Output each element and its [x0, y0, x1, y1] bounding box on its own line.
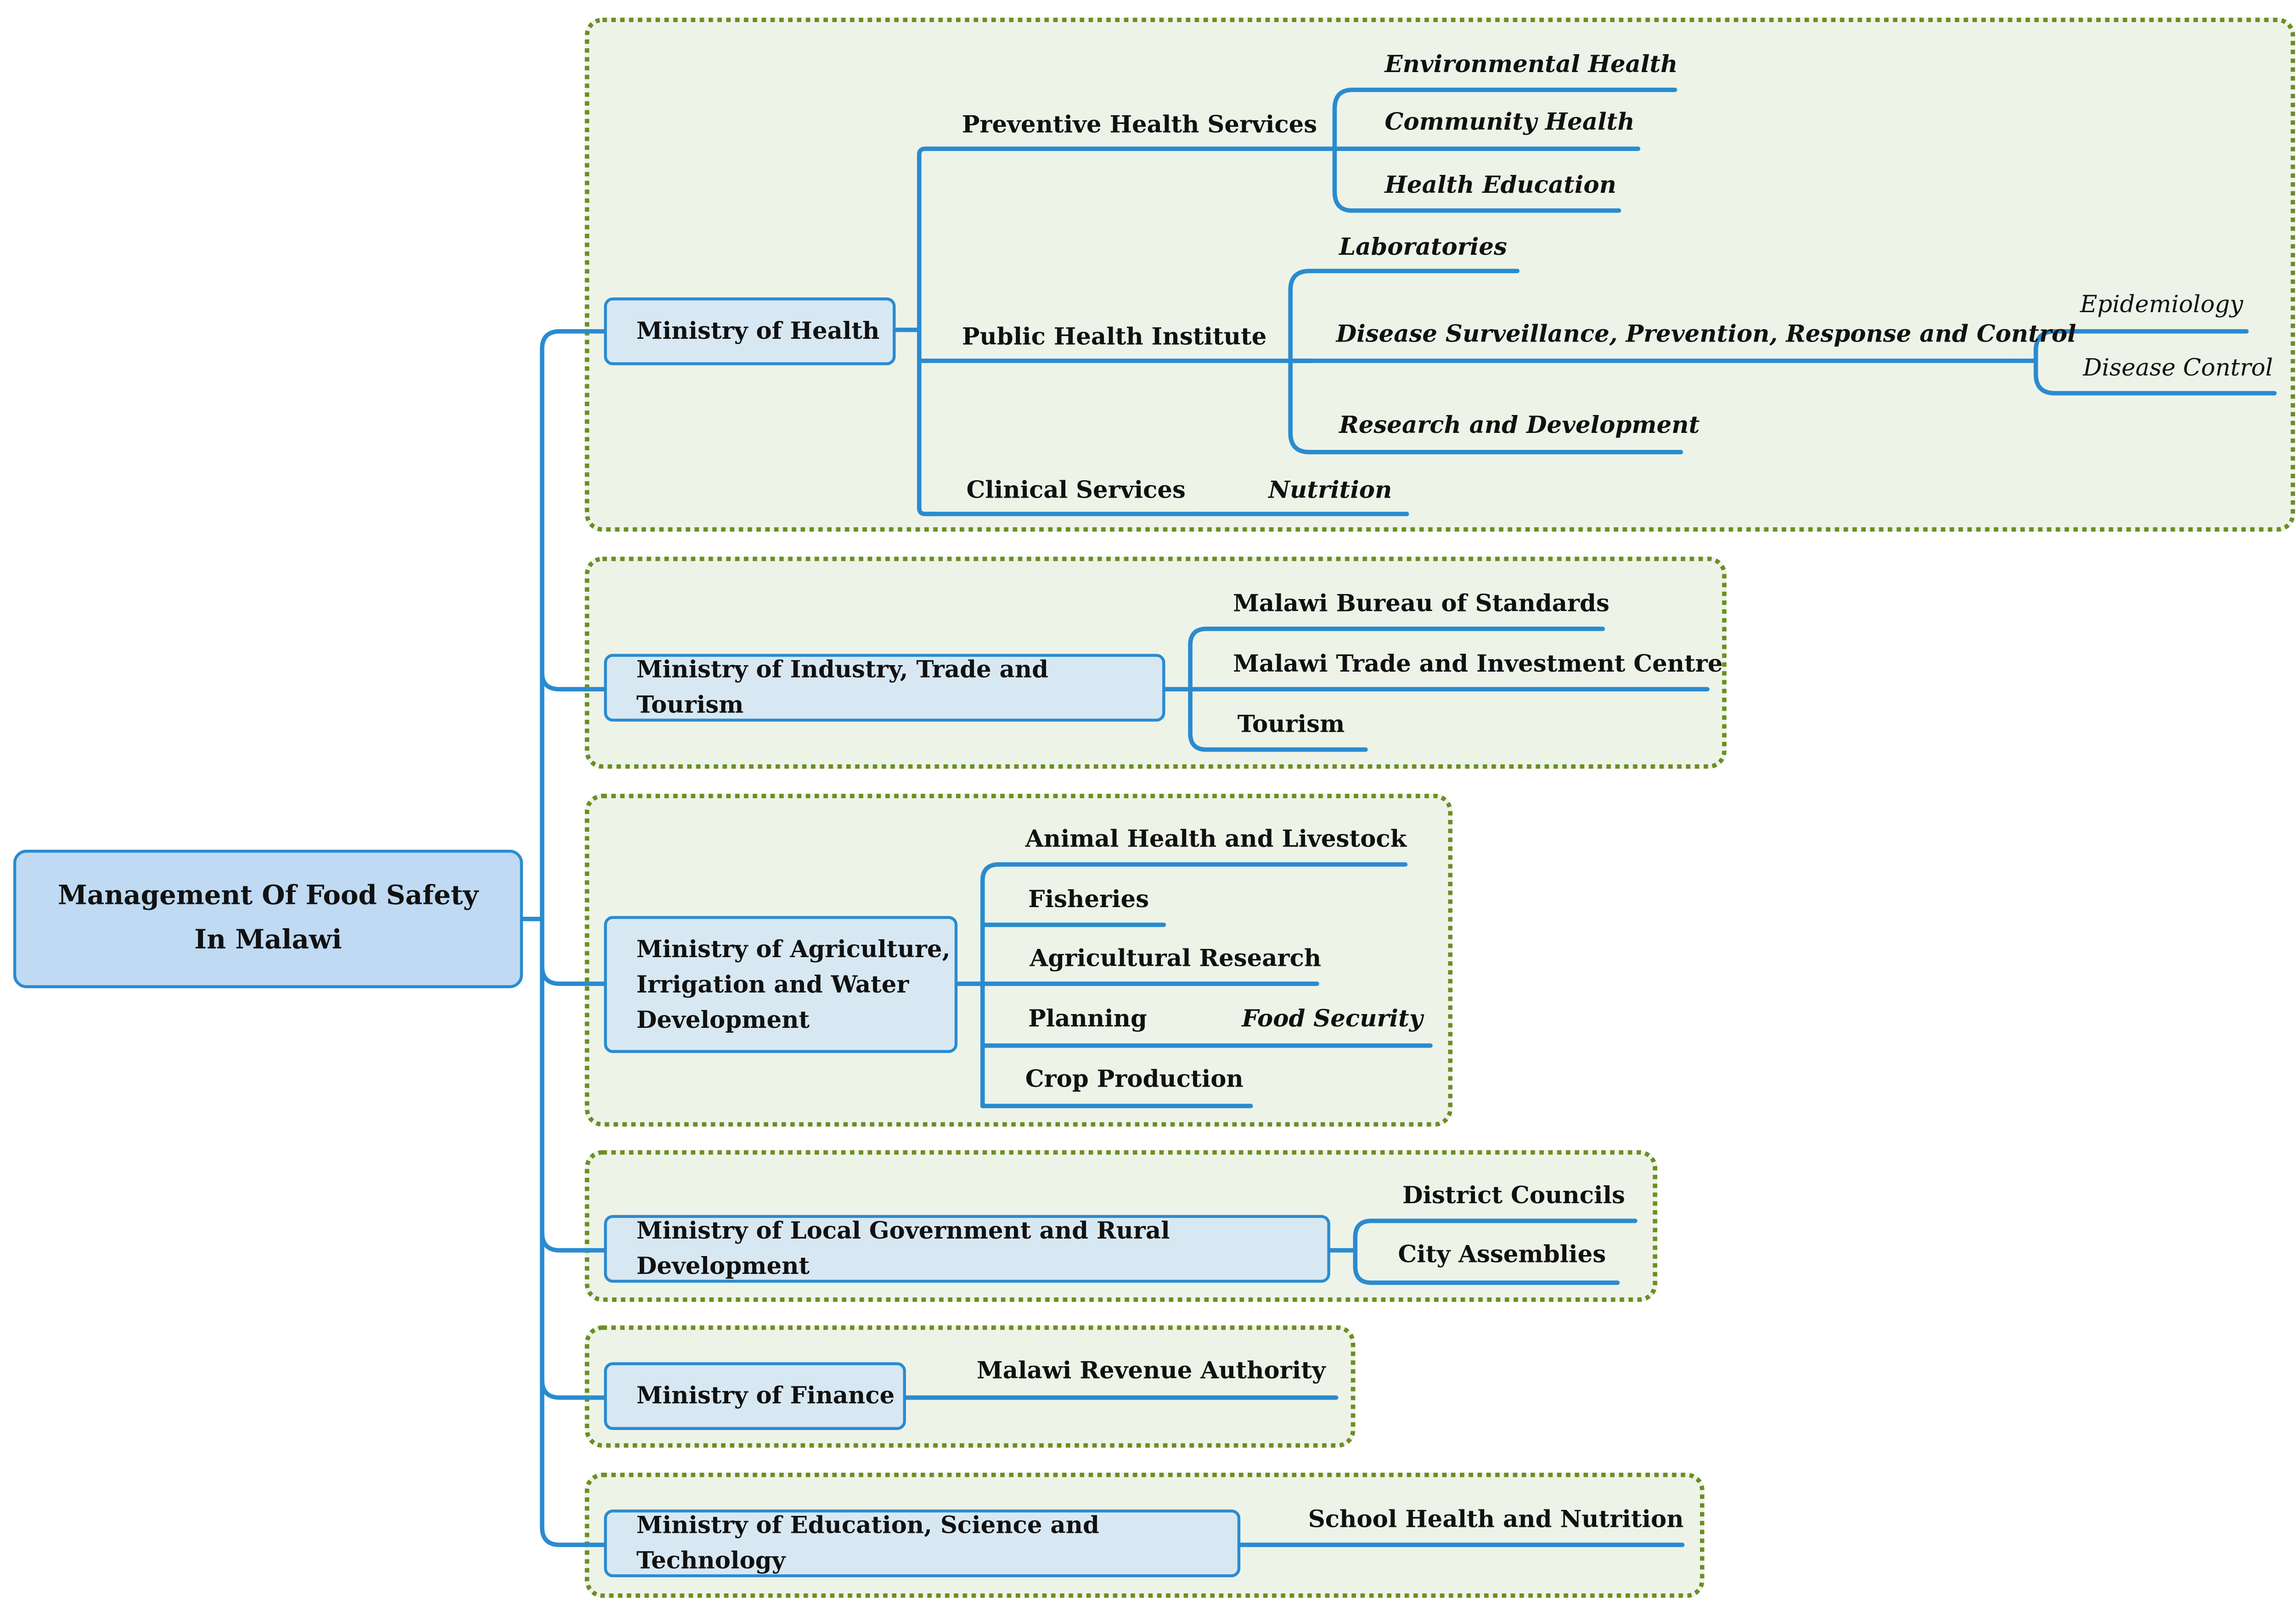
- preventive-health-services: Preventive Health Services: [962, 110, 1317, 139]
- ministry-agriculture-node: Ministry of Agriculture, Irrigation and …: [604, 916, 958, 1053]
- food-security: Food Security: [1242, 1004, 1423, 1032]
- district-councils: District Councils: [1402, 1181, 1625, 1209]
- root-title-line1: Management Of Food Safety: [57, 880, 478, 912]
- crop-production: Crop Production: [1025, 1065, 1244, 1093]
- disease-surveillance: Disease Surveillance, Prevention, Respon…: [1336, 320, 2077, 348]
- tourism: Tourism: [1237, 710, 1345, 738]
- ministry-local-label: Ministry of Local Government and Rural D…: [636, 1216, 1170, 1280]
- research-and-development: Research and Development: [1339, 411, 1700, 439]
- fisheries: Fisheries: [1028, 885, 1149, 913]
- ministry-health-node: Ministry of Health: [604, 297, 896, 365]
- root-title-line2: In Malawi: [194, 925, 342, 956]
- ministry-education-label: Ministry of Education, Science and Techn…: [636, 1511, 1099, 1575]
- root-node: Management Of Food Safety In Malawi: [13, 850, 523, 988]
- ministry-industry-node: Ministry of Industry, Trade and Tourism: [604, 654, 1165, 722]
- ministry-agriculture-label-line3: Development: [636, 1005, 810, 1033]
- health-group: [585, 17, 2296, 532]
- public-health-institute: Public Health Institute: [962, 322, 1267, 351]
- animal-health-and-livestock: Animal Health and Livestock: [1025, 824, 1407, 853]
- school-health-and-nutrition: School Health and Nutrition: [1308, 1505, 1684, 1533]
- ministry-agriculture-label-line2: Irrigation and Water: [636, 970, 909, 998]
- ministry-finance-node: Ministry of Finance: [604, 1362, 906, 1430]
- ministry-education-node: Ministry of Education, Science and Techn…: [604, 1509, 1241, 1577]
- planning: Planning: [1028, 1004, 1147, 1032]
- epidemiology: Epidemiology: [2080, 290, 2243, 318]
- malawi-trade-and-investment-centre: Malawi Trade and Investment Centre: [1233, 649, 1723, 678]
- ministry-agriculture-label-line1: Ministry of Agriculture,: [636, 934, 951, 963]
- health-education: Health Education: [1384, 171, 1616, 199]
- nutrition: Nutrition: [1268, 476, 1392, 504]
- community-health: Community Health: [1384, 107, 1635, 136]
- agricultural-research: Agricultural Research: [1030, 944, 1322, 972]
- ministry-local-node: Ministry of Local Government and Rural D…: [604, 1215, 1330, 1283]
- malawi-revenue-authority: Malawi Revenue Authority: [976, 1356, 1326, 1385]
- laboratories: Laboratories: [1339, 232, 1507, 261]
- malawi-bureau-of-standards: Malawi Bureau of Standards: [1233, 589, 1609, 617]
- ministry-industry-label: Ministry of Industry, Trade and Tourism: [636, 655, 1048, 719]
- ministry-finance-label: Ministry of Finance: [636, 1381, 895, 1410]
- ministry-health-label: Ministry of Health: [636, 316, 880, 345]
- disease-control: Disease Control: [2083, 353, 2273, 381]
- environmental-health: Environmental Health: [1384, 50, 1678, 79]
- clinical-services: Clinical Services: [966, 476, 1186, 504]
- city-assemblies: City Assemblies: [1398, 1240, 1606, 1268]
